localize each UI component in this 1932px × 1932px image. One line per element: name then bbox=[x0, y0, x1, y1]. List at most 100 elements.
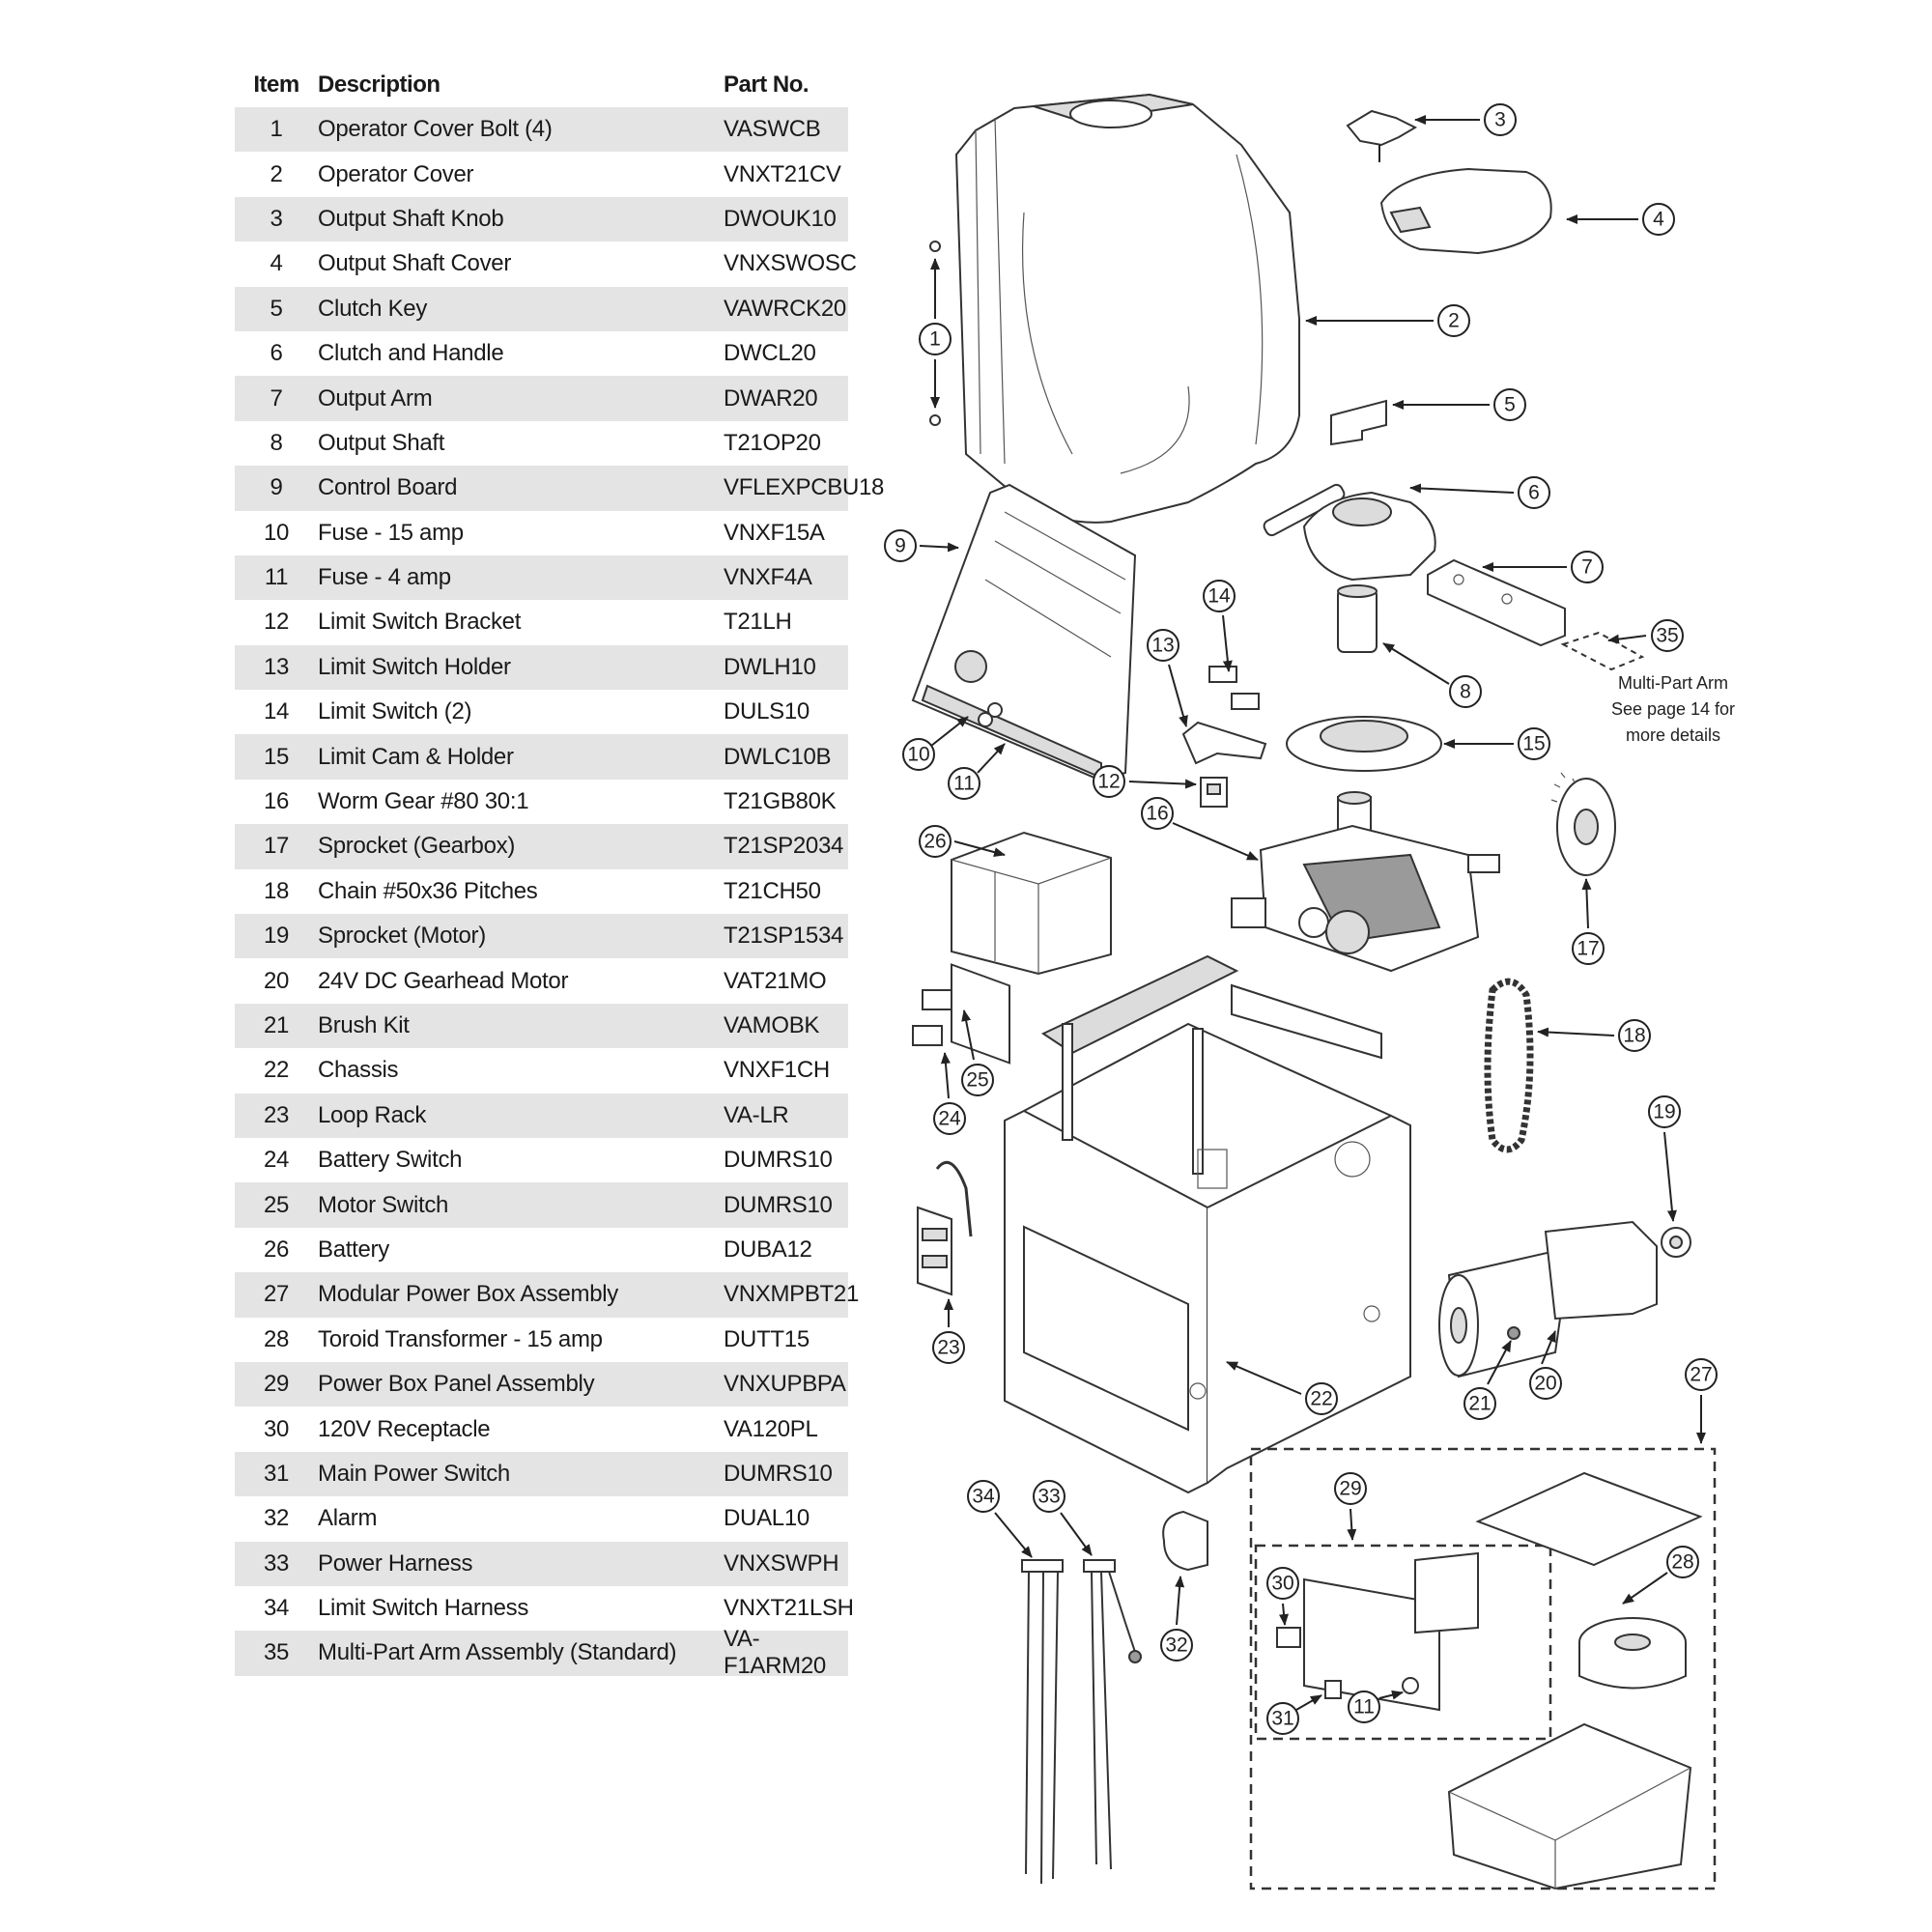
callout-number: 2 bbox=[1448, 310, 1460, 332]
limit-switch-holder-drawing bbox=[1181, 666, 1267, 765]
callout-20: 20 bbox=[1529, 1330, 1562, 1400]
row-part-no: DUMRS10 bbox=[724, 1147, 833, 1174]
callout-number: 34 bbox=[972, 1486, 995, 1508]
row-description: Worm Gear #80 30:1 bbox=[318, 788, 529, 815]
callout-number: 4 bbox=[1653, 209, 1664, 231]
row-part-no: DWAR20 bbox=[724, 384, 818, 412]
row-part-no: DWLC10B bbox=[724, 743, 832, 770]
callout-leader bbox=[953, 840, 1006, 857]
callout-number: 22 bbox=[1310, 1388, 1332, 1410]
callout-leader bbox=[1172, 822, 1259, 861]
row-description: Chain #50x36 Pitches bbox=[318, 877, 538, 904]
row-item: 35 bbox=[263, 1639, 290, 1666]
callout-24: 24 bbox=[933, 1052, 966, 1135]
row-part-no: VA120PL bbox=[724, 1415, 818, 1442]
callout-circle bbox=[1642, 203, 1675, 236]
callout-circle bbox=[1463, 1387, 1496, 1420]
row-description: Chassis bbox=[318, 1057, 399, 1084]
row-item: 10 bbox=[263, 519, 290, 546]
row-part-no: VA-LR bbox=[724, 1101, 789, 1128]
callout-leader bbox=[1175, 1576, 1185, 1626]
output-shaft-knob-drawing bbox=[1346, 109, 1418, 162]
clutch-key-drawing bbox=[1330, 399, 1387, 446]
callout-number: 30 bbox=[1271, 1573, 1293, 1595]
arm-note-line-2: See page 14 for bbox=[1611, 699, 1735, 719]
callout-number: 3 bbox=[1494, 109, 1506, 131]
callout-number: 8 bbox=[1460, 681, 1471, 703]
row-item: 23 bbox=[263, 1101, 290, 1128]
callout-8: 8 bbox=[1382, 642, 1482, 708]
callout-number: 26 bbox=[923, 831, 946, 853]
operator-cover-drawing bbox=[954, 93, 1300, 524]
row-part-no: T21SP1534 bbox=[724, 923, 844, 950]
callout-leader bbox=[1382, 642, 1450, 685]
row-description: Output Shaft bbox=[318, 429, 445, 456]
row-item: 22 bbox=[263, 1057, 290, 1084]
row-part-no: VNXF15A bbox=[724, 519, 825, 546]
callout-22: 22 bbox=[1226, 1361, 1338, 1415]
callout-13: 13 bbox=[1147, 629, 1188, 727]
callout-leader bbox=[1378, 1690, 1404, 1700]
callout-leader bbox=[1279, 1603, 1289, 1626]
callout-7: 7 bbox=[1482, 551, 1604, 583]
row-description: Toroid Transformer - 15 amp bbox=[318, 1325, 603, 1352]
callout-leader bbox=[1581, 878, 1592, 929]
callout-circle bbox=[919, 323, 952, 355]
row-part-no: VAT21MO bbox=[724, 967, 827, 994]
row-part-no: DWOUK10 bbox=[724, 205, 837, 232]
callout-leader bbox=[1537, 1027, 1615, 1037]
row-item: 9 bbox=[270, 474, 283, 501]
row-description: Operator Cover Bolt (4) bbox=[318, 116, 553, 143]
callout-leader bbox=[1226, 1361, 1302, 1395]
callout-12: 12 bbox=[1093, 765, 1197, 798]
callout-circle bbox=[1518, 727, 1550, 760]
callout-1: 1 bbox=[919, 323, 952, 355]
callout-circle bbox=[1348, 1690, 1380, 1723]
callout-3: 3 bbox=[1414, 103, 1517, 136]
row-part-no: VNXMPBT21 bbox=[724, 1281, 860, 1308]
callout-circle bbox=[1666, 1546, 1699, 1578]
row-description: Limit Switch Bracket bbox=[318, 609, 522, 636]
callout-35: 35 bbox=[1607, 619, 1684, 652]
callout-31: 31 bbox=[1266, 1694, 1322, 1735]
row-part-no: VNXT21LSH bbox=[724, 1595, 854, 1622]
callout-circle bbox=[961, 1064, 994, 1096]
row-description: 24V DC Gearhead Motor bbox=[318, 967, 569, 994]
callout-number: 16 bbox=[1146, 803, 1168, 825]
row-description: Battery Switch bbox=[318, 1147, 463, 1174]
row-description: Main Power Switch bbox=[318, 1460, 510, 1487]
header-part-no: Part No. bbox=[724, 71, 810, 98]
row-item: 31 bbox=[263, 1460, 290, 1487]
multi-part-arm-outline bbox=[1560, 631, 1645, 671]
callout-circle bbox=[1203, 580, 1236, 612]
callout-circle bbox=[1266, 1567, 1299, 1600]
callout-leader bbox=[977, 743, 1006, 774]
row-item: 29 bbox=[263, 1371, 290, 1398]
callout-18: 18 bbox=[1537, 1019, 1651, 1052]
callout-14: 14 bbox=[1203, 580, 1236, 672]
row-item: 12 bbox=[263, 609, 290, 636]
callout-number: 19 bbox=[1653, 1101, 1675, 1123]
cover-bolts-drawing bbox=[929, 241, 941, 426]
callout-number: 21 bbox=[1468, 1393, 1491, 1415]
row-item: 19 bbox=[263, 923, 290, 950]
